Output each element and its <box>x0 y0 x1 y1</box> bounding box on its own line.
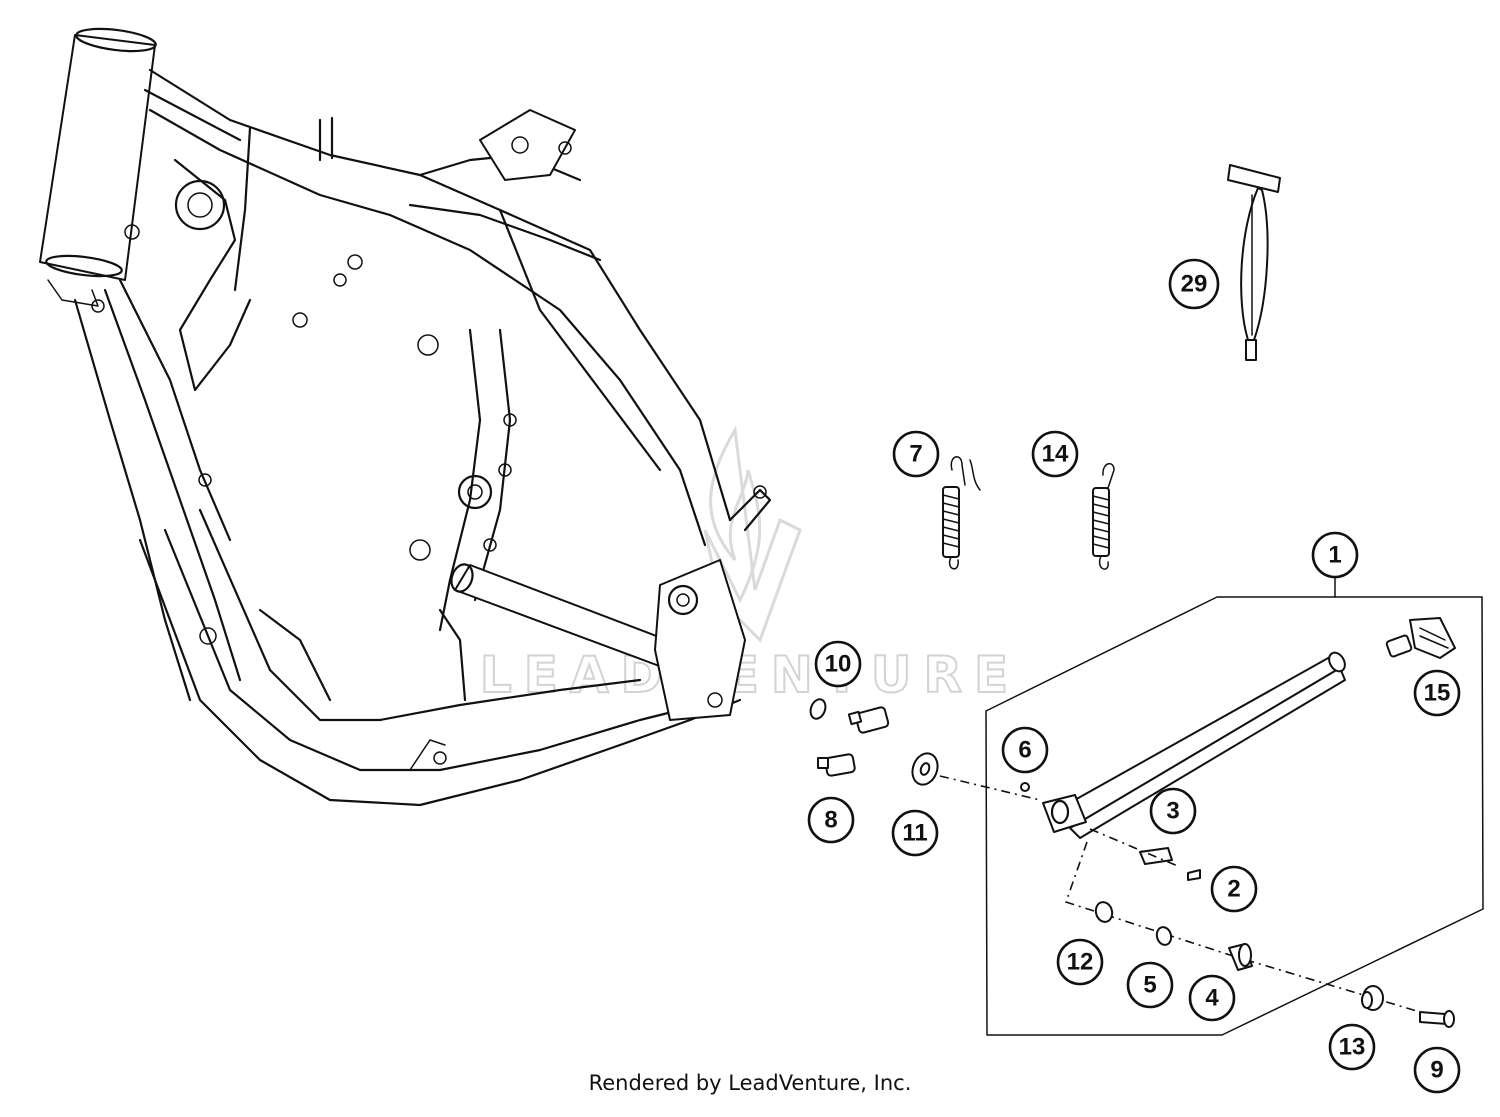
callout-13: 13 <box>1328 1023 1376 1071</box>
svg-text:11: 11 <box>902 820 927 847</box>
callout-3: 3 <box>1149 787 1197 835</box>
spring-drawing <box>942 456 981 570</box>
callout-14: 14 <box>1031 430 1079 478</box>
callout-15: 15 <box>1413 669 1461 717</box>
svg-text:3: 3 <box>1166 798 1179 825</box>
svg-text:4: 4 <box>1205 985 1219 1012</box>
bolt-drawing <box>847 706 890 734</box>
spring-drawing <box>1092 463 1115 570</box>
svg-text:15: 15 <box>1424 680 1451 707</box>
callout-9: 9 <box>1413 1046 1461 1094</box>
svg-text:1: 1 <box>1328 542 1341 569</box>
svg-text:7: 7 <box>909 441 922 468</box>
callout-7: 7 <box>892 430 940 478</box>
tool-drawing <box>1227 164 1281 361</box>
callout-12: 12 <box>1056 938 1104 986</box>
callout-4: 4 <box>1188 974 1236 1022</box>
washer-drawing <box>911 752 939 786</box>
callout-10: 10 <box>814 640 862 688</box>
footer-credit: Rendered by LeadVenture, Inc. <box>588 1071 912 1095</box>
svg-text:6: 6 <box>1018 737 1031 764</box>
callout-11: 11 <box>891 809 939 857</box>
callout-6: 6 <box>1001 726 1049 774</box>
svg-text:2: 2 <box>1227 876 1240 903</box>
watermark-text: LEADVENTURE <box>480 646 1020 704</box>
callout-29: 29 <box>1168 258 1220 310</box>
svg-text:8: 8 <box>824 807 837 834</box>
svg-text:10: 10 <box>825 651 852 678</box>
svg-text:13: 13 <box>1339 1034 1366 1061</box>
callout-8: 8 <box>807 796 855 844</box>
svg-text:29: 29 <box>1181 271 1208 298</box>
svg-text:9: 9 <box>1430 1057 1443 1084</box>
callout-5: 5 <box>1126 961 1174 1009</box>
frame-drawing <box>39 27 772 807</box>
svg-text:5: 5 <box>1143 972 1156 999</box>
callout-1: 1 <box>1311 531 1359 579</box>
washer-drawing <box>809 698 827 720</box>
pin-drawing <box>1419 1010 1455 1028</box>
bolt-drawing <box>817 753 856 777</box>
svg-text:12: 12 <box>1067 949 1094 976</box>
watermark-logo: LEADVENTURE <box>479 425 1020 705</box>
svg-text:14: 14 <box>1042 441 1069 468</box>
side-stand-drawing <box>939 577 1484 1036</box>
callout-2: 2 <box>1210 865 1258 913</box>
